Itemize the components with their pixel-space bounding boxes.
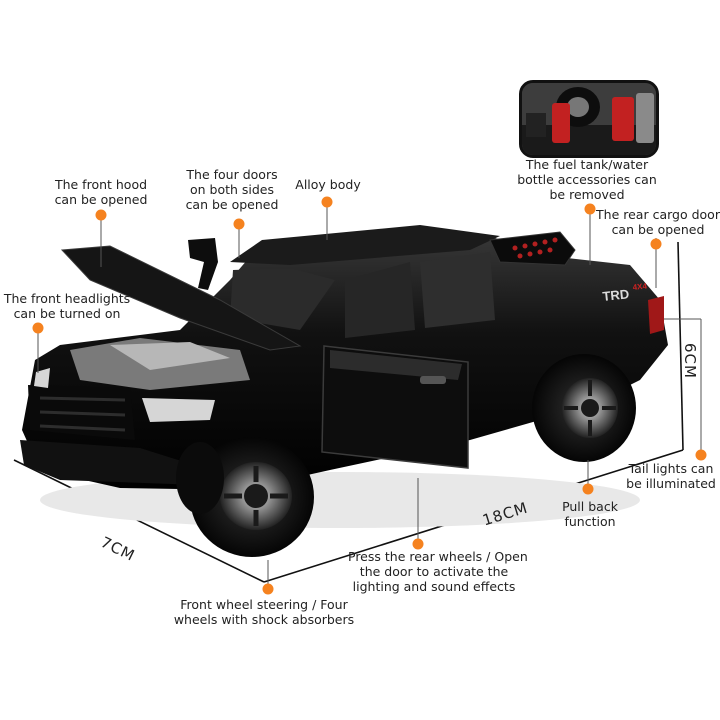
- label-pull-back: Pull back function: [552, 499, 628, 529]
- label-line: can be opened: [185, 197, 279, 212]
- label-line: can be opened: [611, 222, 705, 237]
- label-line: can be turned on: [13, 306, 121, 321]
- label-rear-cargo-door: The rear cargo door can be opened: [596, 207, 720, 237]
- label-line: Tail lights can: [628, 461, 714, 476]
- label-line: Press the rear wheels / Open: [348, 549, 528, 564]
- label-line: bottle accessories can: [517, 172, 657, 187]
- svg-text:TRD: TRD: [602, 286, 630, 304]
- label-four-doors: The four doors on both sides can be open…: [172, 167, 292, 212]
- label-front-wheel-steering: Front wheel steering / Four wheels with …: [168, 597, 360, 627]
- label-fuel-tank: The fuel tank/water bottle accessories c…: [508, 157, 666, 202]
- label-line: The rear cargo door: [596, 207, 720, 222]
- truck-illustration: TRD 4X4: [20, 225, 668, 557]
- rear-wheel: [532, 354, 636, 462]
- label-line: on both sides: [189, 182, 275, 197]
- label-line: be removed: [549, 187, 625, 202]
- label-line: The fuel tank/water: [525, 157, 649, 172]
- label-line: Alloy body: [295, 177, 361, 192]
- label-front-headlights: The front headlights can be turned on: [0, 291, 134, 321]
- svg-text:4X4: 4X4: [632, 281, 648, 291]
- label-line: The four doors: [186, 167, 278, 182]
- label-tail-lights: Tail lights can be illuminated: [622, 461, 720, 491]
- label-front-hood: The front hood can be opened: [40, 177, 162, 207]
- label-line: be illuminated: [626, 476, 716, 491]
- cargo-accessories-inset: [519, 80, 659, 158]
- label-alloy-body: Alloy body: [280, 177, 376, 192]
- label-line: Pull back: [562, 499, 618, 514]
- label-line: The front hood: [54, 177, 148, 192]
- label-line: can be opened: [54, 192, 148, 207]
- label-line: function: [564, 514, 616, 529]
- dimension-height: 6CM: [680, 343, 699, 379]
- label-line: the door to activate the: [359, 564, 509, 579]
- label-rear-wheels: Press the rear wheels / Open the door to…: [348, 549, 528, 594]
- inset-illustration: [522, 83, 656, 155]
- label-line: wheels with shock absorbers: [173, 612, 355, 627]
- leader-lines: [37, 200, 702, 589]
- marker-dots: [32, 196, 707, 595]
- label-line: The front headlights: [3, 291, 131, 306]
- label-line: Front wheel steering / Four: [180, 597, 348, 612]
- label-line: lighting and sound effects: [352, 579, 516, 594]
